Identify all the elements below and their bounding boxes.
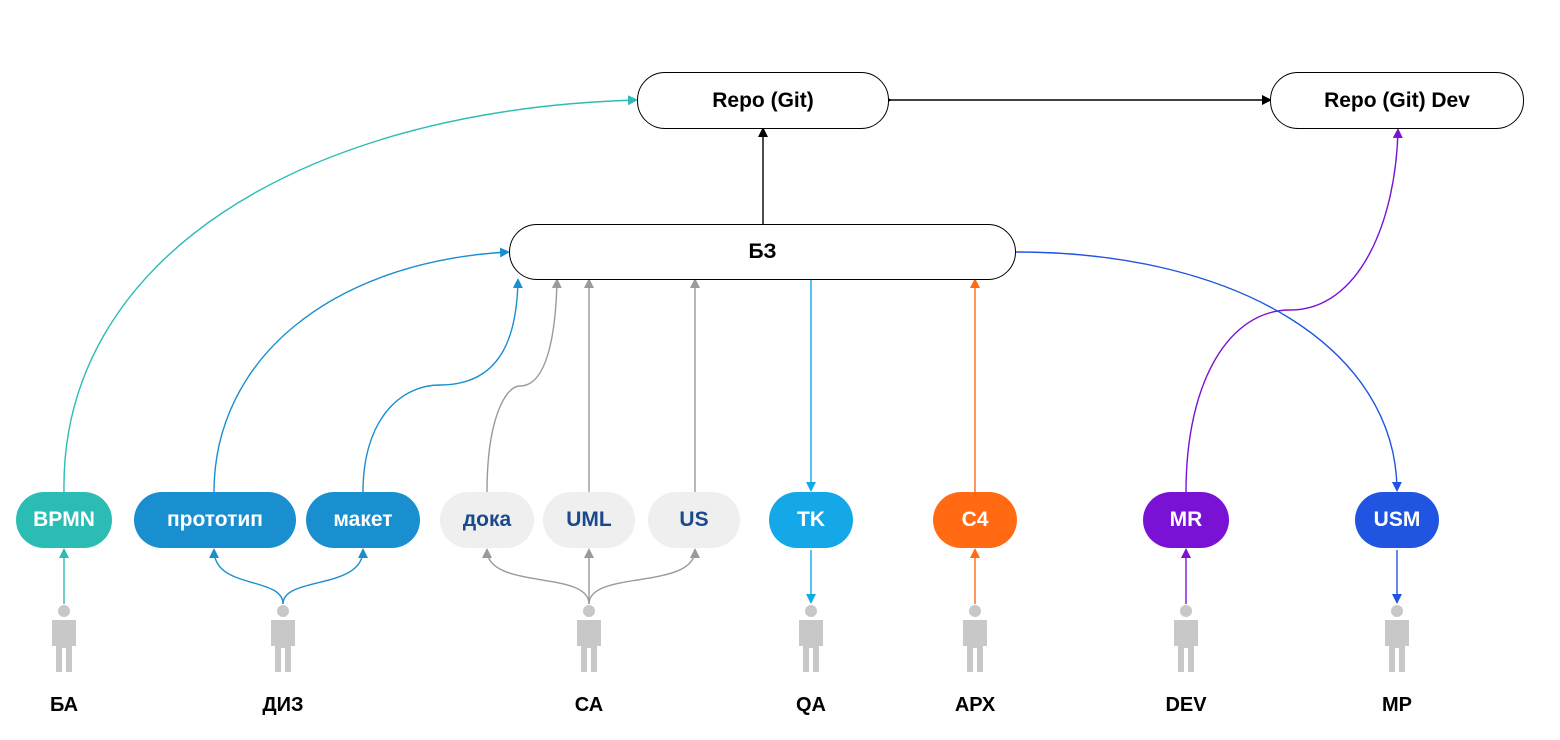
- artifact-bpmn-label: BPMN: [33, 508, 95, 531]
- person-icon: [799, 605, 823, 672]
- artifact-c4: C4: [933, 492, 1017, 548]
- artifact-mr: MR: [1143, 492, 1229, 548]
- role-mp: МР: [1382, 694, 1412, 716]
- edge-kb-usm: [1015, 251, 1402, 492]
- artifact-mockup-label: макет: [333, 508, 393, 531]
- role-qa: QA: [796, 694, 826, 716]
- role-arch: АРХ: [954, 694, 996, 716]
- edge-sa-us: [588, 548, 700, 605]
- edge-bpmn-repo: [63, 95, 638, 493]
- repo-node-label: Repo (Git): [712, 88, 814, 112]
- artifact-bpmn: BPMN: [16, 492, 112, 548]
- artifact-mockup: макет: [306, 492, 420, 548]
- knowledge-base-node: БЗ: [509, 224, 1016, 280]
- artifact-c4-label: C4: [961, 508, 989, 531]
- role-sa: СА: [574, 694, 604, 716]
- edge-sa-doka: [482, 548, 590, 605]
- artifact-usm: USM: [1355, 492, 1439, 548]
- artifact-us-label: US: [679, 508, 709, 531]
- knowledge-base-node-label: БЗ: [748, 240, 777, 263]
- edge-mr-repodev: [1185, 128, 1403, 493]
- edge-diz-prototype: [209, 548, 284, 605]
- artifact-uml-label: UML: [566, 508, 612, 531]
- edge-diz-mockup: [282, 548, 368, 605]
- artifact-usm-label: USM: [1373, 508, 1421, 531]
- edge-doka-kb: [486, 278, 562, 493]
- artifact-us: US: [648, 492, 740, 548]
- artifact-uml: UML: [543, 492, 635, 548]
- person-icon: [52, 605, 76, 672]
- artifact-doka: дока: [440, 492, 534, 548]
- artifact-tk-label: TK: [797, 508, 825, 531]
- repo-node: Repo (Git): [637, 72, 889, 129]
- role-ba: БА: [49, 694, 79, 716]
- person-icon: [1174, 605, 1198, 672]
- repo-dev-node-label: Repo (Git) Dev: [1324, 88, 1470, 112]
- artifact-tk: TK: [769, 492, 853, 548]
- artifact-doka-label: дока: [462, 508, 512, 531]
- role-diz: ДИЗ: [262, 694, 304, 716]
- artifact-prototype-label: прототип: [166, 508, 263, 531]
- edge-mockup-kb: [362, 278, 523, 493]
- person-icon: [577, 605, 601, 672]
- repo-dev-node: Repo (Git) Dev: [1270, 72, 1524, 129]
- artifact-mr-label: MR: [1169, 508, 1203, 531]
- role-dev: DEV: [1165, 694, 1207, 716]
- artifact-prototype: прототип: [134, 492, 296, 548]
- edge-prototype-kb: [213, 247, 510, 493]
- person-icon: [1385, 605, 1409, 672]
- person-icon: [271, 605, 295, 672]
- person-icon: [963, 605, 987, 672]
